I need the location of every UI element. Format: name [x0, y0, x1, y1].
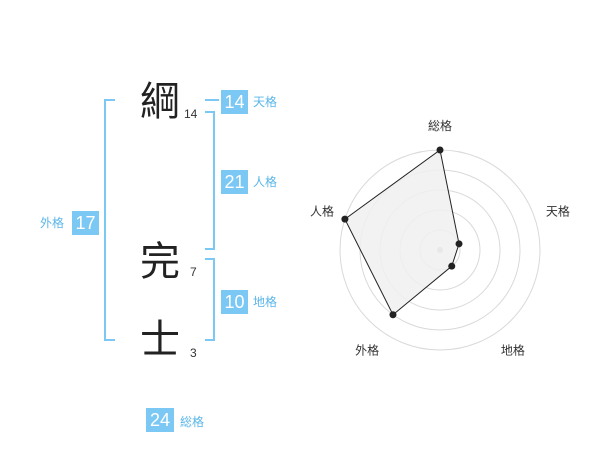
radar-axis-label-1: 総格	[428, 118, 452, 133]
name-char-2: 完	[140, 239, 180, 285]
name-char-3-strokes: 3	[190, 346, 197, 360]
jinkaku-label: 人格	[253, 175, 278, 189]
name-char-3: 士	[140, 317, 180, 363]
radar-polygon	[344, 149, 460, 316]
radar-point-3	[448, 262, 456, 270]
chikaku-value-badge: 10	[221, 290, 248, 314]
chikaku-bracket	[205, 258, 215, 341]
radar-point-4	[389, 311, 397, 319]
radar-point-5	[341, 215, 349, 223]
name-char-1-strokes: 14	[184, 107, 198, 121]
radar-point-2	[455, 240, 463, 248]
soukaku-value-badge: 24	[146, 408, 174, 432]
radar-axis-label-2: 天格	[546, 204, 570, 219]
radar-points	[341, 146, 463, 319]
name-char-1: 綱	[140, 79, 180, 125]
jinkaku-value-badge: 21	[221, 170, 248, 194]
gaikaku-bracket	[104, 99, 115, 341]
radar-axis-label-5: 人格	[310, 204, 334, 219]
gaikaku-value-badge: 17	[72, 211, 99, 235]
radar-area	[344, 149, 460, 316]
radar-point-1	[436, 146, 444, 154]
chikaku-label: 地格	[253, 295, 278, 309]
radar-axis-label-4: 外格	[355, 342, 379, 357]
radar-axis-label-3: 地格	[501, 342, 525, 357]
gaikaku-label: 外格	[40, 216, 65, 230]
tenkaku-value-badge: 14	[221, 90, 248, 114]
jinkaku-bracket	[205, 111, 215, 250]
soukaku-label: 総格	[180, 415, 205, 429]
name-char-2-strokes: 7	[190, 265, 197, 279]
tenkaku-label: 天格	[253, 95, 278, 109]
